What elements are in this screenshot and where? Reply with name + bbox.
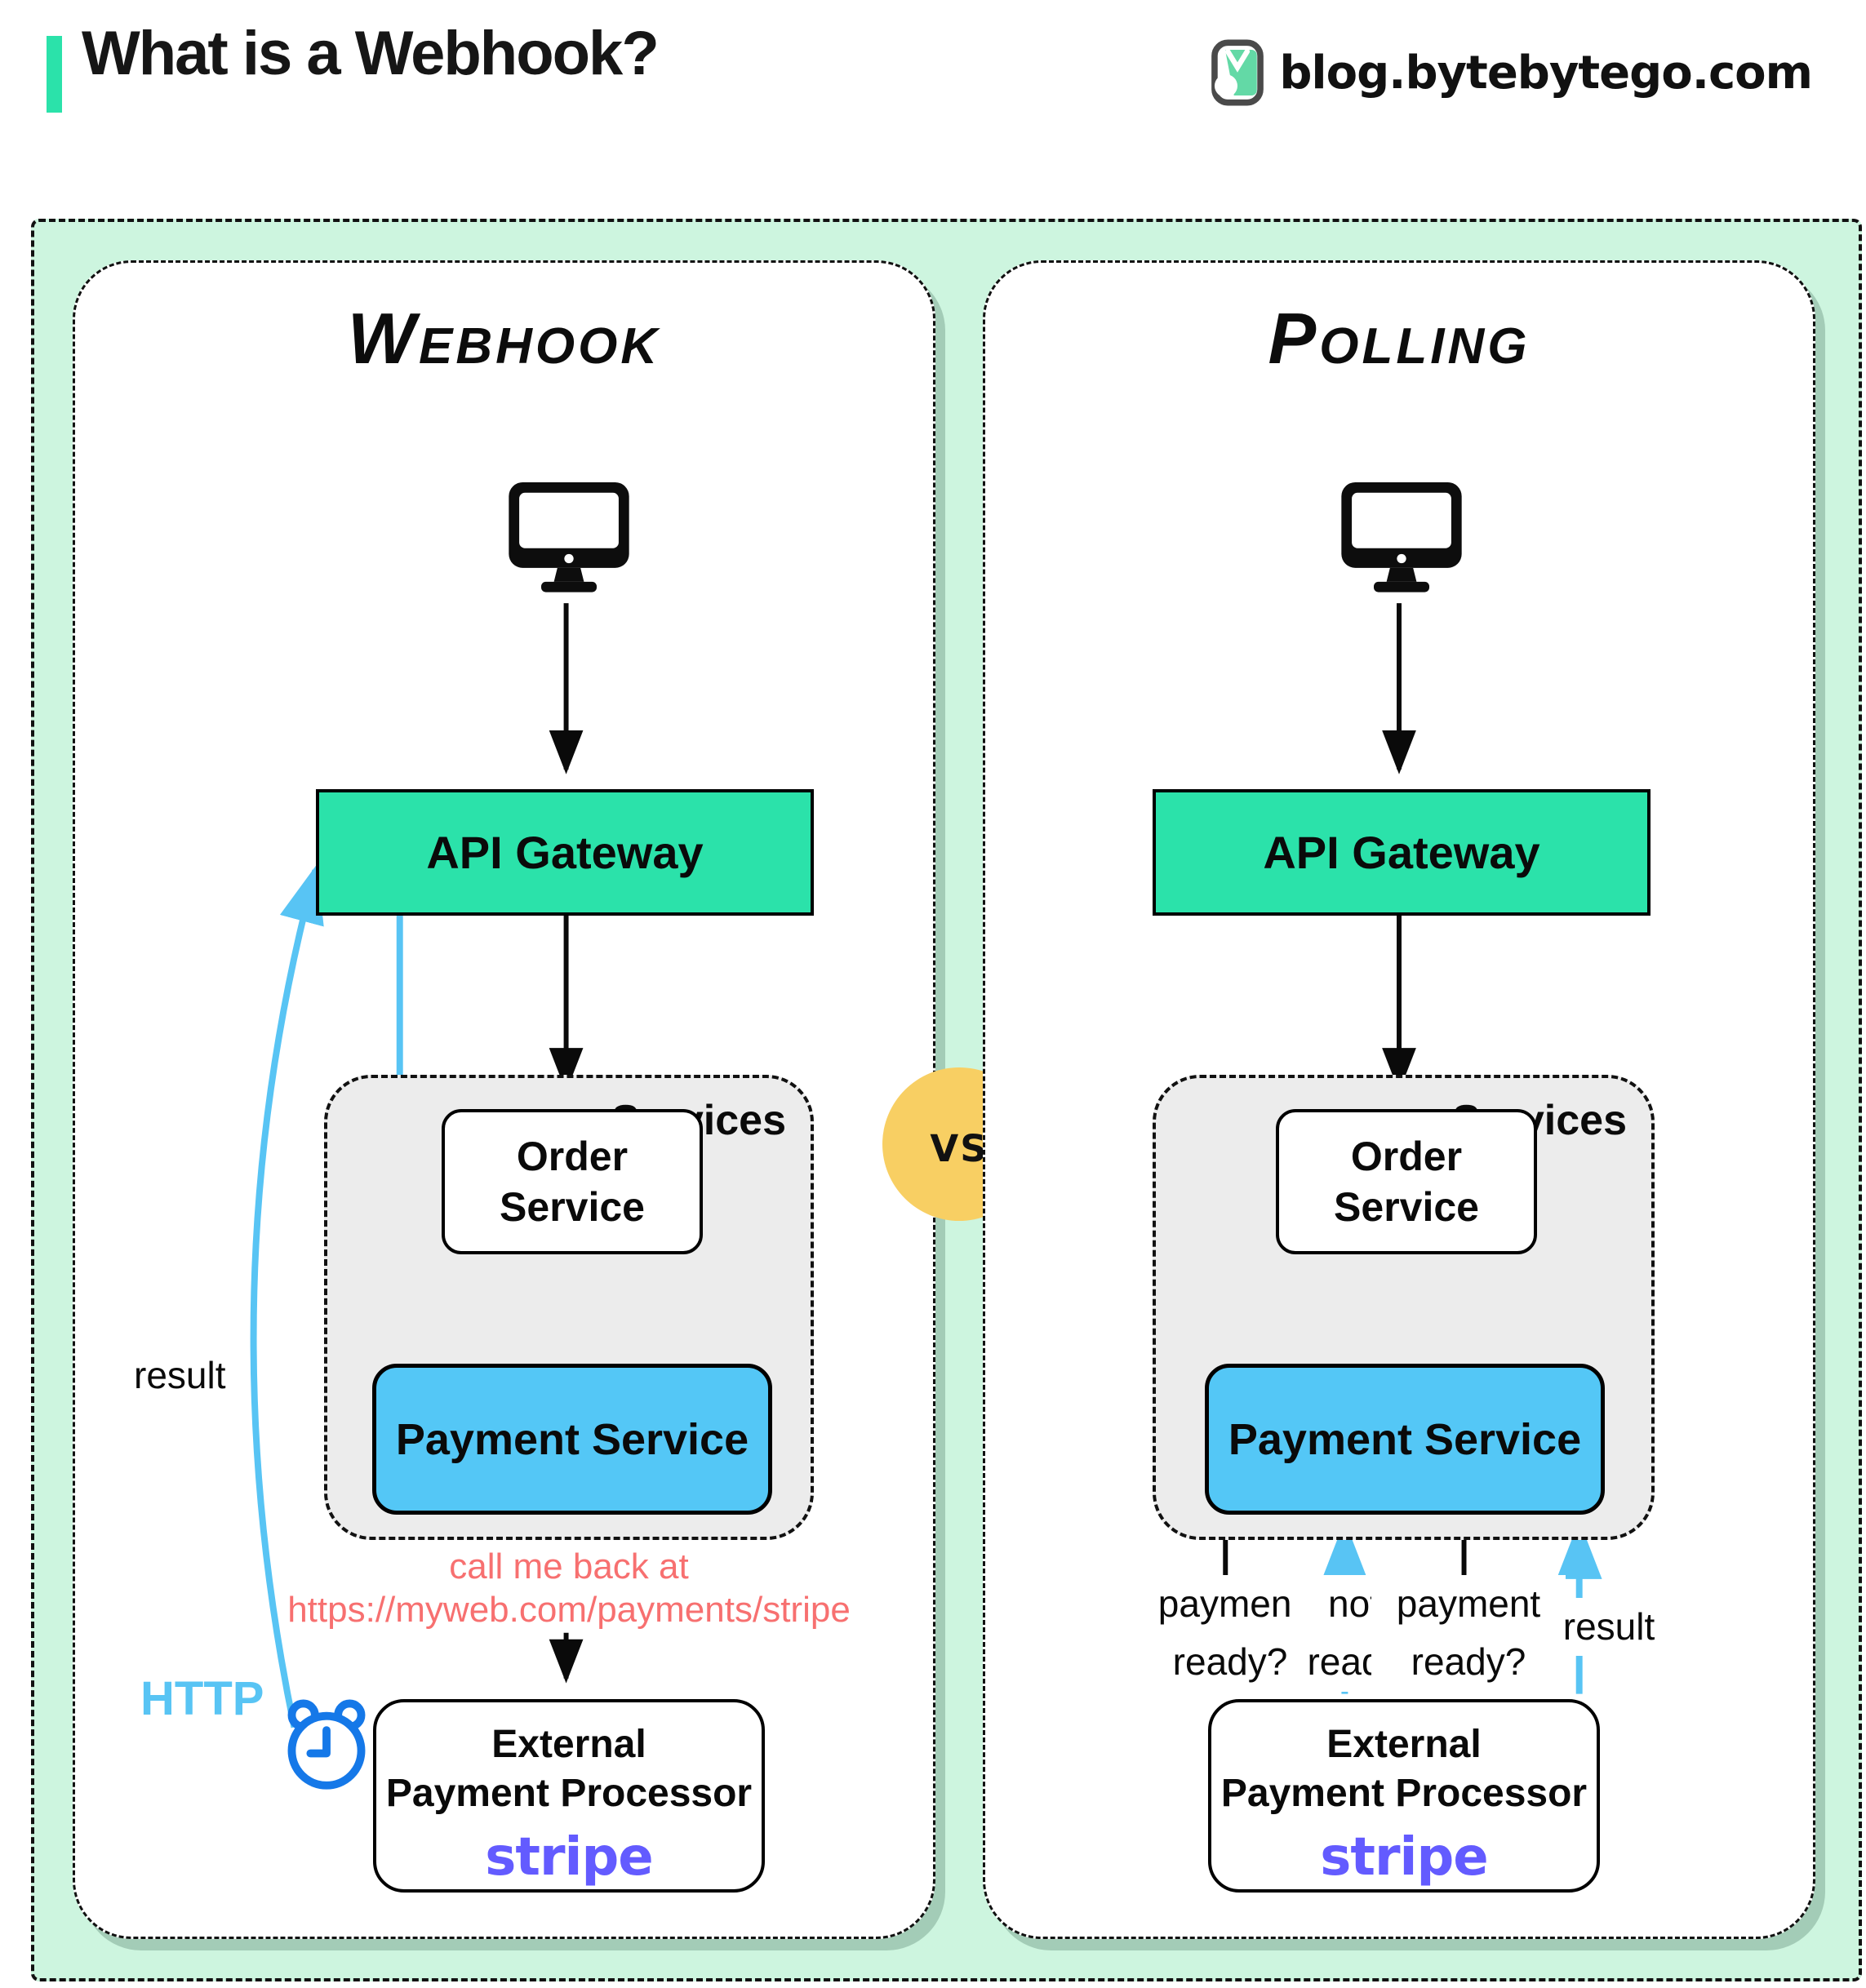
order-service-box: Order Service	[1276, 1109, 1537, 1254]
api-gateway-label: API Gateway	[1263, 827, 1540, 878]
computer-icon	[509, 482, 629, 592]
result-label: result	[1559, 1598, 1659, 1657]
stripe-logo: stripe	[485, 1827, 653, 1888]
payment-ready-label-2: payment ready?	[1371, 1575, 1566, 1692]
brand-site: blog.bytebytego.com	[1279, 46, 1813, 100]
external-label-line2: Payment Processor	[385, 1772, 753, 1815]
vs-label: VS	[930, 1114, 989, 1174]
callback-note-line1: call me back at	[449, 1546, 689, 1586]
external-label-line1: External	[491, 1723, 646, 1766]
services-group: Services Order Service Payment Service	[324, 1075, 814, 1540]
polling-panel: Polling API Gateway Services Order Servi…	[983, 260, 1815, 1939]
title-accent-bar	[47, 36, 62, 113]
comparison-board: Webhook API Gateway Services Order Servi…	[31, 219, 1862, 1981]
stripe-logo: stripe	[1320, 1827, 1488, 1888]
api-gateway-box: API Gateway	[1153, 789, 1651, 916]
external-label-line1: External	[1326, 1723, 1482, 1766]
brand: blog.bytebytego.com	[1211, 39, 1813, 106]
services-group: Services Order Service Payment Service	[1153, 1075, 1655, 1540]
http-label: HTTP	[140, 1672, 264, 1725]
api-gateway-box: API Gateway	[316, 789, 814, 916]
api-gateway-label: API Gateway	[426, 827, 704, 878]
external-payment-processor-box: External Payment Processor stripe	[1208, 1699, 1600, 1893]
bytebytego-logo-icon	[1211, 39, 1264, 106]
page-title: What is a Webhook?	[82, 19, 660, 88]
polling-panel-title: Polling	[1268, 298, 1531, 379]
webhook-panel-title: Webhook	[347, 298, 661, 379]
external-label-line2: Payment Processor	[1220, 1772, 1588, 1815]
alarm-clock-icon	[287, 1699, 366, 1790]
external-payment-processor-box: External Payment Processor stripe	[373, 1699, 765, 1893]
payment-service-box: Payment Service	[1205, 1364, 1605, 1515]
computer-icon	[1341, 482, 1462, 592]
callback-note-line2: https://myweb.com/payments/stripe	[287, 1589, 851, 1630]
result-label: result	[134, 1354, 226, 1396]
payment-service-box: Payment Service	[372, 1364, 772, 1515]
callback-note: call me back at https://myweb.com/paymen…	[218, 1546, 920, 1632]
order-service-box: Order Service	[442, 1109, 703, 1254]
webhook-panel: Webhook API Gateway Services Order Servi…	[73, 260, 935, 1939]
